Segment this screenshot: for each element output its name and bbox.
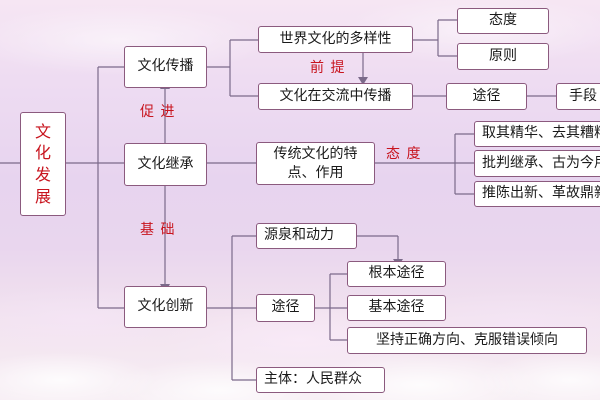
subject-the-people: 主体：人民群众 — [256, 367, 385, 393]
source-and-power: 源泉和动力 — [256, 223, 357, 249]
branch-culture-innovate: 文化创新 — [124, 286, 207, 328]
spread-means: 手段 — [556, 83, 600, 110]
root-culture-development: 文 化 发 展 — [20, 112, 66, 216]
root-char-2: 化 — [34, 143, 51, 163]
branch-culture-inherit: 文化继承 — [124, 143, 207, 186]
label-foundation: 基 础 — [140, 222, 176, 238]
label-attitude: 态 度 — [386, 146, 422, 162]
attitude-take-essence: 取其精华、去其糟粕 — [474, 121, 600, 147]
root-char-4: 展 — [34, 186, 51, 206]
attitude-critical-inherit: 批判继承、古为今用 — [474, 150, 600, 177]
world-culture-diversity: 世界文化的多样性 — [258, 26, 413, 53]
label-premise: 前 提 — [310, 60, 346, 76]
fundamental-route: 根本途径 — [347, 261, 446, 287]
persist-correct-direction: 坚持正确方向、克服错误倾向 — [347, 327, 587, 354]
innovate-route: 途径 — [256, 294, 315, 322]
root-char-1: 文 — [34, 121, 51, 141]
spread-route: 途径 — [446, 83, 527, 110]
traditional-culture-features: 传统文化的特 点、作用 — [256, 142, 375, 185]
branch-culture-spread: 文化传播 — [124, 46, 207, 88]
diversity-principle: 原则 — [457, 43, 549, 70]
root-char-3: 发 — [34, 165, 51, 184]
culture-spread-in-exchange: 文化在交流中传播 — [258, 83, 413, 110]
diversity-attitude: 态度 — [457, 8, 549, 34]
traditional-line-1: 传统文化的特 — [273, 146, 358, 163]
attitude-weed-through-old: 推陈出新、革故鼎新 — [474, 181, 600, 207]
basic-route: 基本途径 — [347, 295, 446, 321]
traditional-line-2: 点、作用 — [287, 164, 344, 181]
label-promote: 促 进 — [140, 104, 176, 120]
